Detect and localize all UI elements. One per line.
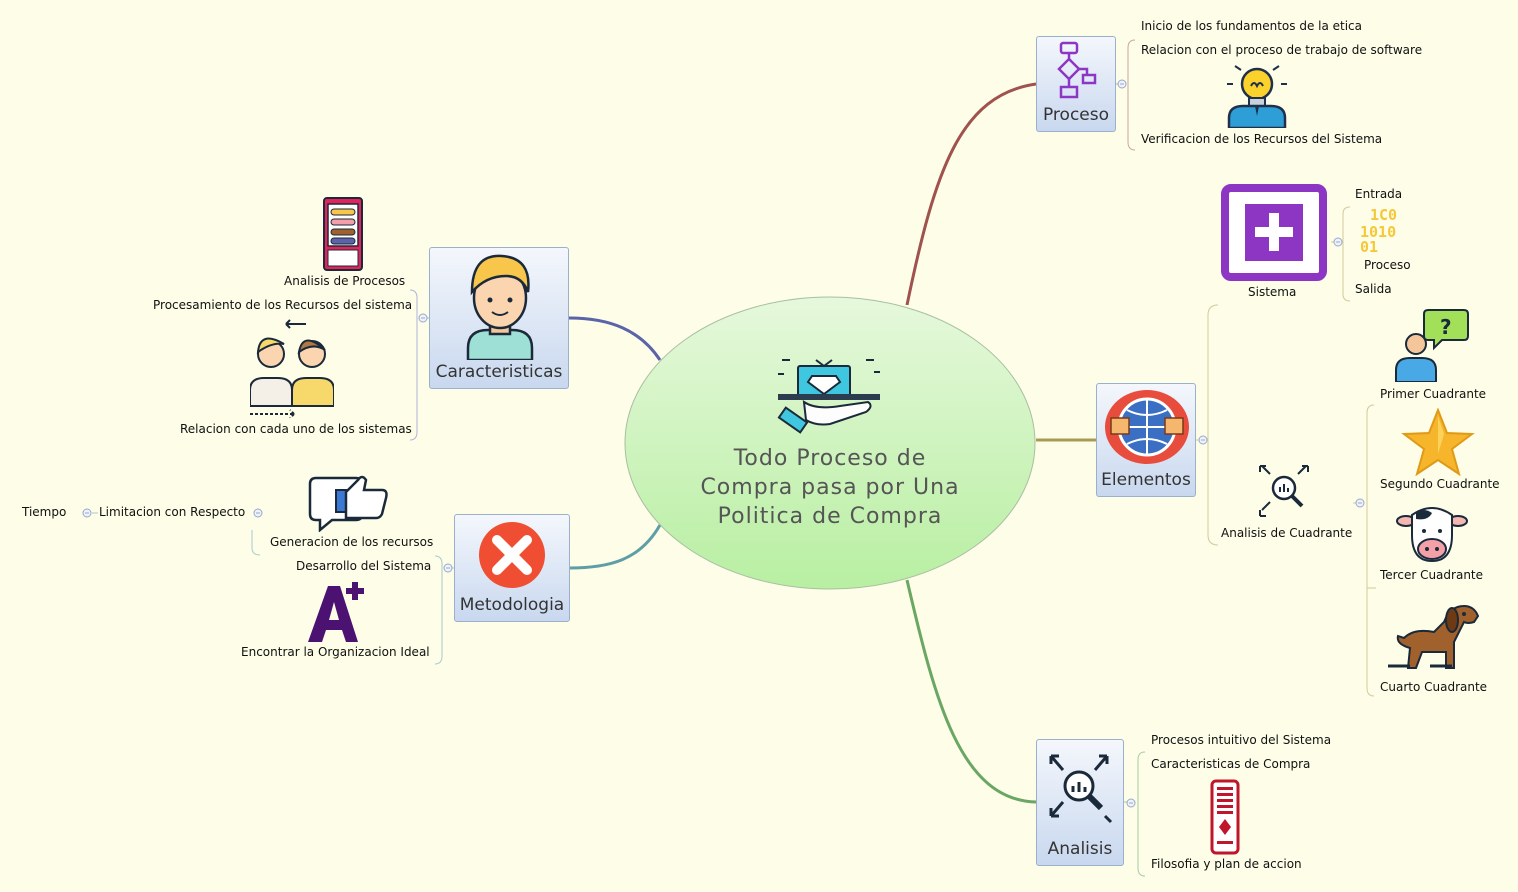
globe-handshake-icon	[1105, 390, 1189, 464]
user-icon	[466, 254, 534, 360]
lightbulb-person-icon	[1227, 65, 1287, 128]
branch-metodologia	[568, 524, 662, 570]
analisis-item-2[interactable]: Caracteristicas de Compra	[1151, 757, 1311, 771]
svg-text:1C0: 1C0	[1370, 206, 1397, 224]
star-icon	[1401, 408, 1475, 476]
topic-proceso[interactable]: Proceso	[1036, 36, 1116, 132]
sistema-label[interactable]: Sistema	[1248, 285, 1297, 299]
central-topic-shape[interactable]	[624, 296, 1036, 590]
branch-proceso	[905, 82, 1037, 306]
proceso-item-1[interactable]: Inicio de los fundamentos de la etica	[1141, 19, 1363, 33]
binary-icon: 1C0 1010 01	[1360, 206, 1397, 252]
svg-text:01: 01	[1360, 238, 1378, 252]
analisis-item-1[interactable]: Procesos intuitivo del Sistema	[1151, 733, 1332, 747]
thumbs-up-icon	[308, 475, 388, 532]
branch-analisis	[905, 579, 1037, 804]
close-icon	[479, 522, 545, 588]
metodologia-tiempo[interactable]: Tiempo	[22, 505, 67, 519]
cuadrante-3[interactable]: Tercer Cuadrante	[1380, 568, 1484, 582]
topic-caracteristicas-label: Caracteristicas	[435, 362, 563, 382]
branch-caracteristicas	[568, 316, 662, 361]
svg-text:1010: 1010	[1360, 223, 1396, 241]
plus-square-icon	[1221, 184, 1327, 281]
proceso-item-3[interactable]: Verificacion de los Recursos del Sistema	[1141, 132, 1383, 146]
cuadrante-2[interactable]: Segundo Cuadrante	[1380, 477, 1500, 491]
analysis-icon	[1259, 465, 1309, 517]
topic-metodologia[interactable]: Metodologia	[454, 514, 570, 622]
svg-text:?: ?	[1440, 315, 1452, 339]
topic-elementos-label: Elementos	[1101, 470, 1191, 490]
remote-control-icon	[1210, 779, 1240, 855]
analisis-cuadrante-label[interactable]: Analisis de Cuadrante	[1221, 526, 1353, 540]
analisis-item-3[interactable]: Filosofia y plan de accion	[1151, 857, 1302, 871]
metodologia-limitacion[interactable]: Limitacion con Respecto	[99, 505, 246, 519]
sistema-salida[interactable]: Salida	[1355, 282, 1392, 296]
person-question-icon: ?	[1395, 309, 1469, 382]
topic-proceso-label: Proceso	[1042, 105, 1110, 125]
topic-analisis-label: Analisis	[1047, 839, 1113, 859]
cow-icon	[1396, 507, 1468, 563]
central-topic[interactable]: Todo Proceso de Compra pasa por Una Poli…	[660, 444, 1000, 531]
proceso-item-2[interactable]: Relacion con el proceso de trabajo de so…	[1141, 43, 1423, 57]
metodologia-item-3[interactable]: Encontrar la Organizacion Ideal	[241, 645, 430, 659]
sistema-entrada[interactable]: Entrada	[1355, 187, 1403, 201]
caracteristicas-item-1[interactable]: Analisis de Procesos	[284, 274, 406, 288]
caracteristicas-item-2[interactable]: Procesamiento de los Recursos del sistem…	[153, 298, 413, 312]
cuadrante-1[interactable]: Primer Cuadrante	[1380, 387, 1487, 401]
topic-metodologia-label: Metodologia	[459, 595, 565, 615]
phone-list-icon	[323, 197, 363, 271]
flowchart-icon	[1057, 41, 1097, 99]
central-line-3: Politica de Compra	[717, 504, 943, 529]
topic-elementos[interactable]: Elementos	[1096, 383, 1196, 497]
metodologia-item-1[interactable]: Generacion de los recursos	[270, 535, 434, 549]
central-line-2: Compra pasa por Una	[700, 475, 960, 500]
caracteristicas-item-3[interactable]: Relacion con cada uno de los sistemas	[180, 422, 412, 436]
dog-icon	[1388, 604, 1480, 669]
diamond-hand-icon	[777, 359, 880, 434]
team-icon	[250, 319, 334, 418]
analysis-icon	[1049, 754, 1113, 824]
sistema-proceso[interactable]: Proceso	[1364, 258, 1411, 272]
a-plus-icon	[308, 582, 364, 642]
topic-caracteristicas[interactable]: Caracteristicas	[429, 247, 569, 389]
central-line-1: Todo Proceso de	[733, 446, 927, 471]
metodologia-item-2[interactable]: Desarrollo del Sistema	[296, 559, 432, 573]
topic-analisis[interactable]: Analisis	[1036, 739, 1124, 866]
cuadrante-4[interactable]: Cuarto Cuadrante	[1380, 680, 1488, 694]
